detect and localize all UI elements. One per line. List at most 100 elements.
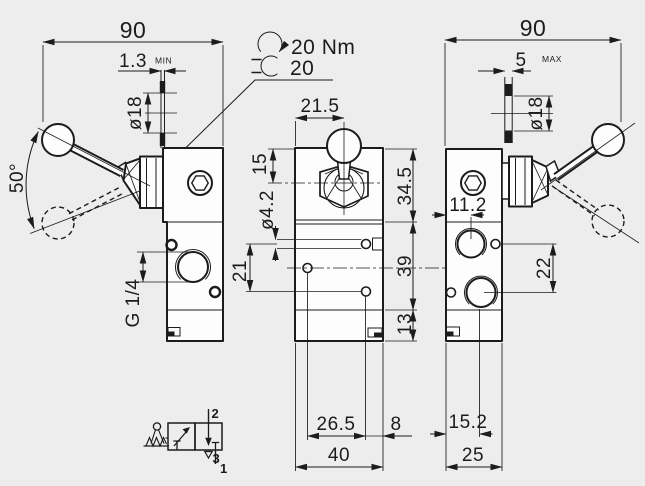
dim-panel-hole-left: ø18	[125, 96, 146, 130]
torque-leader-line	[154, 79, 333, 179]
dim-mount-hole-dia: ø4.2	[257, 190, 278, 230]
dim-lever-offset: 21.5	[301, 96, 340, 117]
dim-overall-width-left: 90	[120, 17, 147, 43]
hole-tangent-lines	[277, 239, 362, 249]
right-view-body	[445, 148, 503, 342]
hex-nut-side	[508, 155, 533, 208]
torque-callout: 20 Nm 20	[251, 31, 355, 80]
dim-body-depth: 25	[462, 445, 484, 466]
dim-panel-max-qualifier: MAX	[542, 54, 562, 64]
callout-wrench-size: 20	[290, 57, 314, 80]
lever-ball-alt	[591, 204, 625, 238]
flow-path	[173, 431, 187, 447]
dim-panel-min: 1.3	[119, 51, 147, 72]
dim-port-thread: G 1/4	[123, 279, 144, 328]
lever-shaft-fill	[68, 143, 124, 177]
base-detail-fill	[374, 332, 382, 337]
wrench-icon-jaws	[251, 58, 262, 74]
dim-mount-pitch: 21	[230, 260, 251, 282]
torque-arrow-icon	[257, 31, 290, 53]
hex-nut-facets	[146, 158, 157, 207]
left-view-body	[162, 147, 224, 342]
lever-axis-centerline	[540, 122, 636, 191]
lever-shaft	[68, 142, 125, 177]
ext-lines	[42, 45, 224, 146]
wrench-icon	[260, 55, 278, 77]
hex-nut-facets	[515, 158, 526, 205]
hex-nut-side	[139, 155, 164, 209]
panel-hatch	[159, 81, 166, 93]
cone-facets	[531, 160, 549, 203]
symbol-port-2: 2	[212, 406, 219, 421]
lever-knob	[152, 422, 162, 431]
ext-lines	[295, 273, 384, 471]
exhaust-triangle-icon	[203, 450, 214, 460]
hex-plug-left	[187, 170, 213, 196]
port-thread-arc	[464, 275, 498, 305]
flow-arrowhead	[205, 437, 212, 446]
dim-port-pitch: 22	[534, 257, 555, 279]
panel-hatch	[504, 130, 513, 143]
hex-socket-icon	[463, 175, 483, 191]
port-thread-arc	[175, 249, 211, 280]
dim-lower-port-offset: 15.2	[449, 412, 488, 433]
dim-hole-edge-offset: 8	[390, 414, 401, 435]
view-right-side: 5 MAX ø18 90 11.2 22 15.2 25	[430, 15, 640, 471]
screw-hole	[490, 238, 501, 250]
detent-zigzag	[145, 436, 167, 448]
lever-axis-centerline	[37, 127, 151, 187]
lever-axis-alt	[29, 190, 142, 234]
dim-panel-hole-right: ø18	[526, 96, 547, 130]
ext-lines	[444, 43, 622, 146]
screw-hole	[165, 238, 178, 252]
lever-shaft	[553, 144, 600, 181]
lever-ball	[41, 123, 75, 157]
panel-hatch	[159, 133, 166, 146]
lever-axis-alt	[551, 185, 640, 244]
screw-hole	[445, 287, 457, 298]
dim-upper-height: 34.5	[395, 167, 416, 206]
hex-socket-icon	[190, 175, 210, 191]
dim-hole-offset: 26.5	[317, 414, 356, 435]
mount-hole	[302, 262, 313, 274]
screw-hole	[208, 285, 222, 299]
lever-shaft-fill	[554, 145, 599, 180]
lever-shaft-alt	[68, 186, 124, 221]
mount-hole	[360, 286, 372, 297]
lever-ball	[591, 123, 625, 157]
ext-lines	[445, 309, 503, 471]
dim-overall-width-right: 90	[520, 15, 547, 41]
ext-lines	[385, 148, 417, 342]
hex-plug-right	[460, 170, 486, 196]
port-g14	[177, 251, 209, 283]
blocked-port	[211, 441, 220, 450]
base-detail-fill	[168, 331, 175, 336]
pneumatic-symbol: 2 3 1	[143, 406, 227, 476]
symbol-port-3: 3	[213, 451, 220, 466]
dim-pivot-height: 15	[250, 153, 271, 175]
dim-panel-min-qualifier: MIN	[155, 56, 172, 66]
swing-arc	[25, 131, 39, 230]
symbol-port-1: 1	[220, 461, 227, 476]
right-body-seams	[446, 221, 502, 311]
dim-panel-max: 5	[515, 50, 526, 71]
side-tab	[372, 237, 384, 251]
dim-body-width: 40	[328, 445, 350, 466]
panel-hatch	[504, 84, 513, 96]
dim-mid-height: 39	[395, 255, 416, 277]
lever-actuator-icon	[143, 422, 169, 448]
ext-lines	[484, 243, 557, 293]
flow-arrowhead	[182, 427, 190, 434]
dim-base-height: 13	[395, 313, 416, 335]
fitting-neck	[501, 162, 510, 200]
blocked-port	[173, 440, 181, 450]
view-left-side: 50° 90 1.3 MIN ø18 G 1/4	[7, 17, 333, 342]
fitting-cone	[531, 159, 549, 204]
mount-hole	[360, 238, 372, 250]
view-front: 21.5 15 ø4.2 21 34.5 39 13 26.5 8 40	[230, 96, 451, 471]
lever-ball-alt	[41, 206, 75, 240]
callout-torque: 20 Nm	[291, 36, 355, 59]
base-detail-fill	[446, 331, 454, 336]
